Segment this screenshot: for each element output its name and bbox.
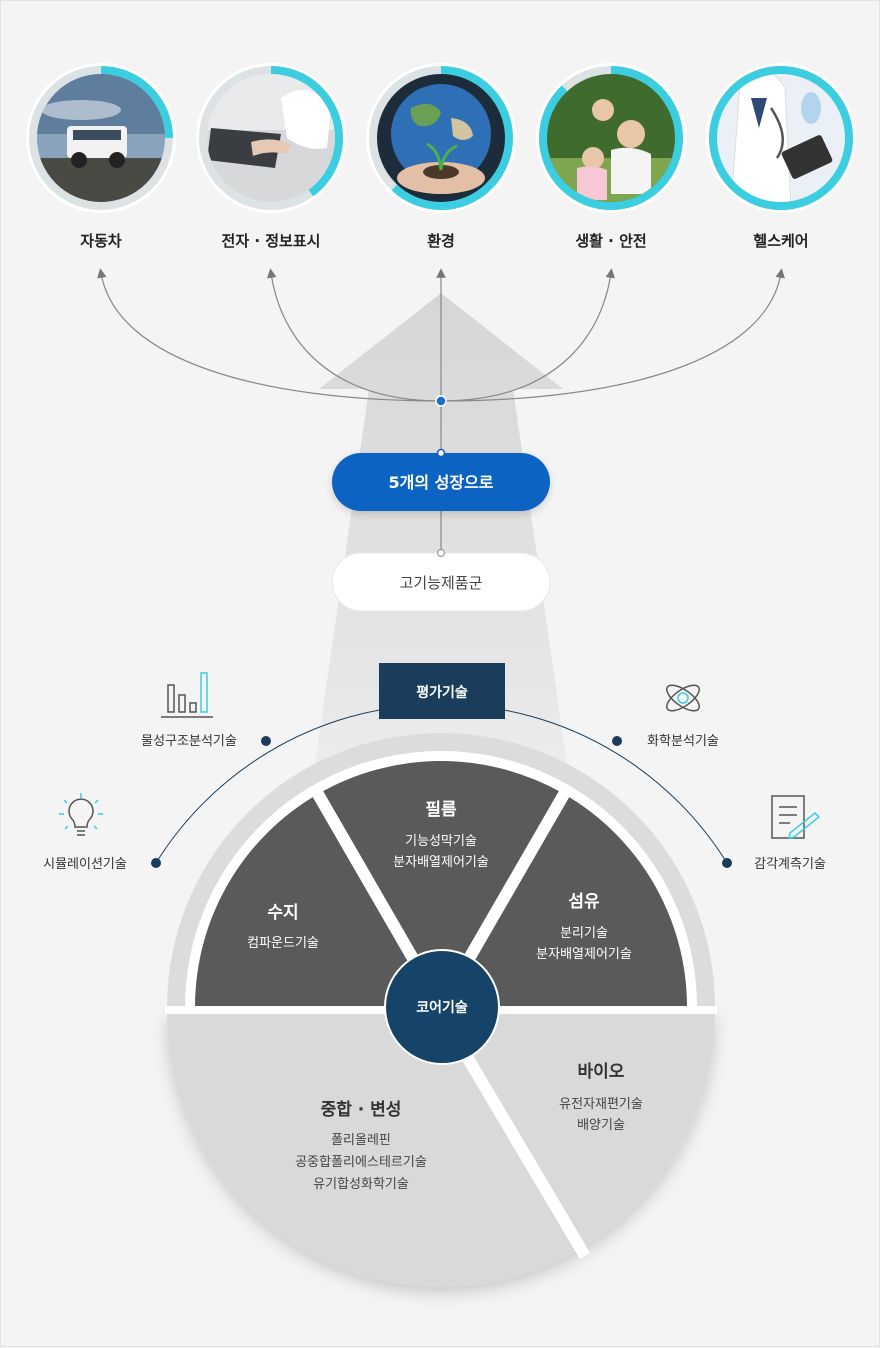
evaluation-title-box: 평가기술 <box>379 663 505 719</box>
progress-arc <box>29 66 173 210</box>
industry-label: 전자 · 정보표시 <box>222 232 321 250</box>
progress-arc <box>369 66 513 210</box>
arc-dot-4 <box>722 858 732 868</box>
sector-film-title: 필름 <box>425 800 457 820</box>
sector-polymerization-line-2: 공중합폴리에스테르기술 <box>295 1155 427 1170</box>
sector-film-line-1: 기능성막기술 <box>405 834 477 849</box>
industry-item-3: 환경 <box>366 63 516 250</box>
sector-bio-title: 바이오 <box>578 1062 625 1082</box>
sector-film-line-2: 분자배열제어기술 <box>393 855 489 870</box>
arc-dot-1 <box>151 858 161 868</box>
sector-fiber <box>441 794 687 1007</box>
product-pill: 고기능제품군 <box>331 548 551 612</box>
growth-arrows <box>97 268 785 402</box>
progress-arc <box>709 66 853 210</box>
document-pen-icon <box>771 795 821 839</box>
core-label: 코어기술 <box>416 999 468 1016</box>
industry-item-2: 전자 · 정보표시 <box>196 63 346 250</box>
globe-plant-photo <box>377 74 505 202</box>
growth-pill: 5개의 성장으로 <box>332 448 550 511</box>
sector-resin <box>195 794 441 1007</box>
sector-fiber-title: 섬유 <box>568 892 600 912</box>
arrow-to-industry-2 <box>266 268 442 402</box>
sector-polymerization-line-3: 유기합성화학기술 <box>313 1177 409 1192</box>
industry-item-1: 자동차 <box>26 63 176 250</box>
core-technology-wheel: 코어기술 <box>165 733 717 1287</box>
arrow-to-industry-1 <box>97 268 442 402</box>
progress-arc <box>539 66 683 210</box>
evaluation-item-simulation: 시뮬레이션기술 <box>43 857 127 872</box>
sector-resin-title: 수지 <box>267 903 298 923</box>
evaluation-item-physical-structure: 물성구조분석기술 <box>141 734 237 749</box>
doctor-photo <box>717 74 845 202</box>
industry-item-5: 헬스케어 <box>706 63 856 250</box>
evaluation-item-chemical-analysis: 화학분석기술 <box>647 734 719 749</box>
junction-dot <box>435 395 447 407</box>
industry-item-4: 생활 · 안전 <box>536 63 686 250</box>
progress-arc <box>199 66 343 210</box>
atom-icon <box>666 684 700 712</box>
growth-pill-label: 5개의 성장으로 <box>388 473 493 492</box>
industry-circles: 자동차 전자 · 정보표시 환경 생활 · 안전 헬스케어 <box>26 63 856 250</box>
arc-dot-2 <box>261 736 271 746</box>
lightbulb-icon <box>59 793 103 836</box>
product-pill-label: 고기능제품군 <box>400 574 483 592</box>
family-photo <box>547 74 675 202</box>
industry-label: 헬스케어 <box>753 232 808 250</box>
evaluation-title: 평가기술 <box>416 684 468 701</box>
sector-bio-line-1: 유전자재편기술 <box>559 1097 643 1112</box>
sector-polymerization-line-1: 폴리올레핀 <box>331 1133 391 1148</box>
arrow-to-industry-4 <box>440 268 616 402</box>
industry-label: 자동차 <box>80 232 122 250</box>
laptop-photo <box>207 74 335 202</box>
industry-label: 환경 <box>427 232 455 250</box>
sector-film <box>318 761 564 1007</box>
sector-fiber-line-2: 분자배열제어기술 <box>536 947 632 962</box>
sector-resin-line-1: 컴파운드기술 <box>247 936 319 951</box>
bar-chart-icon <box>161 672 213 718</box>
arc-dot-3 <box>612 736 622 746</box>
sector-polymerization-title: 중합 · 변성 <box>321 1099 402 1120</box>
core-circle <box>384 949 500 1065</box>
industry-label: 생활 · 안전 <box>575 232 646 250</box>
arrow-to-industry-5 <box>440 268 785 402</box>
sector-fiber-line-1: 분리기술 <box>560 926 608 941</box>
sector-bio-line-2: 배양기술 <box>577 1118 625 1133</box>
evaluation-item-sensory-measurement: 감각계측기술 <box>754 857 826 872</box>
